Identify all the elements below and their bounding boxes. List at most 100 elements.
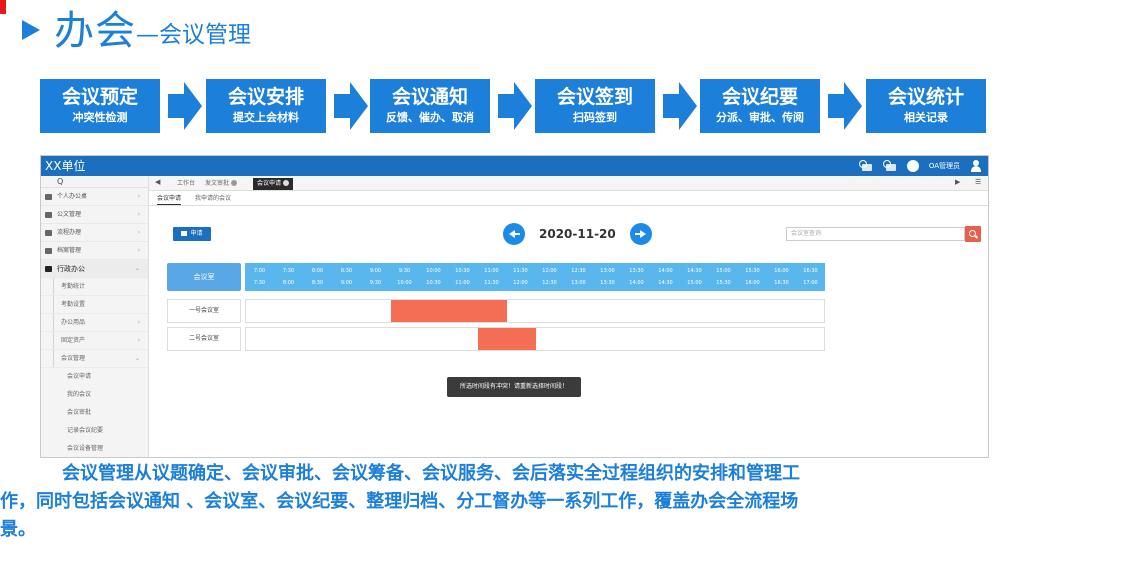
sidebar-subitem[interactable]: 办公用品› (41, 314, 148, 332)
tab-menu-icon[interactable]: ☰ (975, 178, 982, 186)
date-navigator: 2020-11-20 (503, 222, 652, 246)
time-slot-end[interactable]: 16:00 (745, 280, 760, 286)
message-icon[interactable] (858, 160, 873, 172)
flow-step: 会议纪要分派、审批、传阅 (700, 79, 820, 133)
room-time-track[interactable] (245, 299, 825, 323)
slide-title-sub: 会议管理 (159, 22, 251, 48)
room-row: 二号会议室 (167, 327, 825, 351)
sidebar-item-label: 流程办理 (57, 229, 82, 236)
sidebar-subitem[interactable]: 考勤设置 (41, 296, 148, 314)
description-line: 会议管理从议题确定、会议审批、会议筹备、会议服务、会后落实全过程组织的安排和管理… (62, 463, 800, 484)
search-button[interactable] (965, 226, 981, 242)
time-slot-end[interactable]: 13:30 (600, 280, 615, 286)
subtab-meeting-apply[interactable]: 会议申请 (157, 194, 182, 205)
time-slot-end[interactable]: 17:00 (803, 280, 818, 286)
time-slot-start[interactable]: 8:30 (340, 268, 353, 274)
time-slot-start[interactable]: 14:00 (658, 268, 673, 274)
sidebar-item[interactable]: 个人办公桌› (41, 188, 148, 206)
chevron-icon: › (137, 247, 140, 254)
tab-prev-icon[interactable]: ◀ (155, 178, 161, 186)
sidebar-leaf-item[interactable]: 会议设备管理 (67, 445, 104, 452)
sidebar-leaf-item[interactable]: 会议申请 (67, 373, 92, 380)
sidebar-leaf-item[interactable]: 会议审批 (67, 409, 92, 416)
time-slot-start[interactable]: 11:30 (513, 268, 528, 274)
flow-arrow-icon (663, 82, 697, 130)
booked-slot[interactable] (478, 328, 536, 350)
sidebar-item[interactable]: 档案管理› (41, 242, 148, 260)
time-slot-end[interactable]: 15:30 (716, 280, 731, 286)
sidebar-item[interactable]: 流程办理› (41, 224, 148, 242)
room-time-track[interactable] (245, 327, 825, 351)
time-slot-start[interactable]: 10:30 (455, 268, 470, 274)
time-slot-end[interactable]: 11:30 (484, 280, 499, 286)
time-slot-end[interactable]: 8:00 (282, 280, 295, 286)
user-name[interactable]: OA管理员 (928, 162, 960, 170)
app-brand: XX单位 (45, 159, 86, 173)
person-icon[interactable] (970, 160, 982, 172)
flow-step: 会议安排提交上会材料 (206, 79, 326, 133)
close-icon[interactable] (283, 180, 290, 186)
time-slot-end[interactable]: 9:30 (369, 280, 382, 286)
sidebar-subitem-label: 固定资产 (61, 337, 86, 344)
time-slot-end[interactable]: 14:30 (658, 280, 673, 286)
time-slot-start[interactable]: 11:00 (484, 268, 499, 274)
sidebar-subitem[interactable]: 会议管理⌄ (41, 350, 148, 368)
time-slot-start[interactable]: 13:00 (600, 268, 615, 274)
tab-doc-approval[interactable]: 发文审批 (201, 178, 241, 190)
notification-icon[interactable] (882, 160, 897, 172)
flow-step-sub: 提交上会材料 (233, 111, 299, 124)
flow-step-title: 会议统计 (887, 86, 964, 108)
time-slot-end[interactable]: 12:30 (542, 280, 557, 286)
time-slot-start[interactable]: 9:00 (369, 268, 382, 274)
avatar[interactable] (906, 160, 919, 172)
next-day-button[interactable] (629, 223, 652, 245)
search-icon[interactable]: Q (57, 177, 64, 186)
tab-next-icon[interactable]: ▶ (955, 178, 961, 186)
time-slot-start[interactable]: 12:30 (571, 268, 586, 274)
time-slot-end[interactable]: 13:00 (571, 280, 586, 286)
time-slot-start[interactable]: 16:00 (774, 268, 789, 274)
room-name: 二号会议室 (167, 327, 241, 351)
time-slot-end[interactable]: 7:30 (253, 280, 266, 286)
booked-slot[interactable] (391, 300, 507, 322)
tab-workbench[interactable]: 工作台 (173, 178, 199, 190)
flow-step-title: 会议预定 (61, 86, 138, 108)
close-icon[interactable] (231, 180, 238, 186)
sidebar-search[interactable]: Q (41, 176, 148, 188)
sidebar-subitem[interactable]: 考勤统计 (41, 278, 148, 296)
flow-step: 会议预定冲突性检测 (40, 79, 160, 133)
time-slot-start[interactable]: 8:00 (311, 268, 324, 274)
prev-day-button[interactable] (503, 223, 525, 245)
time-slot-start[interactable]: 7:00 (253, 268, 266, 274)
apply-button[interactable]: 申请 (173, 227, 211, 241)
time-slot-start[interactable]: 12:00 (542, 268, 557, 274)
time-slot-end[interactable]: 10:00 (397, 280, 412, 286)
time-slot-end[interactable]: 14:00 (629, 280, 644, 286)
flow-step-title: 会议安排 (227, 86, 304, 108)
time-slot-start[interactable]: 15:30 (745, 268, 760, 274)
time-slot-end[interactable]: 10:30 (426, 280, 441, 286)
time-slot-start[interactable]: 15:00 (716, 268, 731, 274)
time-slot-start[interactable]: 10:00 (426, 268, 441, 274)
subtab-my-applied[interactable]: 我申请的会议 (195, 195, 232, 202)
time-slot-end[interactable]: 8:30 (311, 280, 324, 286)
time-slot-end[interactable]: 15:00 (687, 280, 702, 286)
time-slot-start[interactable]: 13:30 (629, 268, 644, 274)
time-slot-end[interactable]: 16:30 (774, 280, 789, 286)
time-slot-end[interactable]: 12:00 (513, 280, 528, 286)
time-slot-end[interactable]: 9:00 (340, 280, 353, 286)
time-slot-start[interactable]: 7:30 (282, 268, 295, 274)
flow-step: 会议通知反馈、催办、取消 (370, 79, 490, 133)
sidebar-item[interactable]: 公文管理› (41, 206, 148, 224)
sidebar-subitem[interactable]: 固定资产› (41, 332, 148, 350)
sidebar-item[interactable]: 行政办公⌄ (41, 260, 148, 278)
sidebar-subitem-label: 办公用品 (61, 319, 86, 326)
sidebar-leaf-item[interactable]: 我的会议 (67, 391, 92, 398)
sidebar-leaf-item[interactable]: 记录会议纪要 (67, 427, 104, 434)
tab-meeting-apply[interactable]: 会议申请 (253, 178, 294, 190)
room-search-input[interactable]: 会议室查询 (786, 227, 965, 241)
time-slot-start[interactable]: 14:30 (687, 268, 702, 274)
time-slot-end[interactable]: 11:00 (455, 280, 470, 286)
time-slot-start[interactable]: 9:30 (398, 268, 411, 274)
time-slot-start[interactable]: 16:30 (803, 268, 818, 274)
